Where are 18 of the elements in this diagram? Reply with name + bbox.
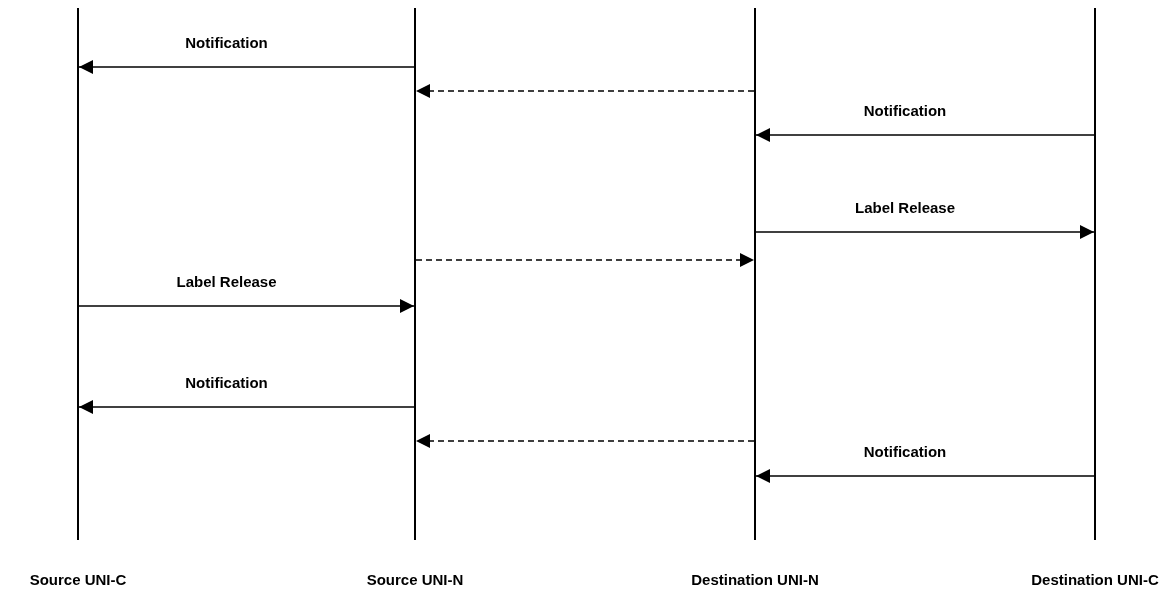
edge-label: Label Release bbox=[174, 273, 279, 290]
edge-label: Notification bbox=[861, 443, 949, 460]
edge-label: Notification bbox=[183, 374, 270, 391]
edge-label: Notification bbox=[861, 102, 949, 119]
participant-label: Destination UNI-C bbox=[1030, 571, 1160, 588]
arrow bbox=[78, 299, 415, 313]
dashed-arrow bbox=[415, 253, 755, 267]
dashed-arrow bbox=[415, 84, 755, 98]
arrow bbox=[755, 128, 1095, 142]
arrow bbox=[755, 225, 1095, 239]
participant-label: Destination UNI-N bbox=[690, 571, 820, 588]
participant-label: Source UNI-N bbox=[365, 571, 465, 588]
edge-label: Notification bbox=[183, 34, 270, 51]
arrow bbox=[78, 400, 415, 414]
arrow bbox=[755, 469, 1095, 483]
dashed-arrow bbox=[415, 434, 755, 448]
participant-label: Source UNI-C bbox=[28, 571, 128, 588]
arrow bbox=[78, 60, 415, 74]
